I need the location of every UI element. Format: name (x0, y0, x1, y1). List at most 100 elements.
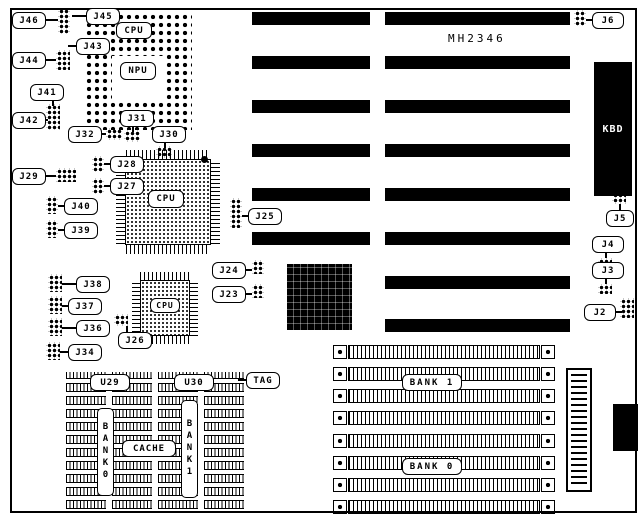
keyboard-connector: KBD (594, 62, 632, 196)
jumper-label: J27 (110, 178, 144, 195)
jumper-label: J6 (592, 12, 624, 29)
jumper-label: J46 (12, 12, 46, 29)
simm-bar (348, 411, 540, 425)
simm-socket (333, 411, 555, 425)
bus-slot (252, 100, 370, 113)
jumper-label: J41 (30, 84, 64, 101)
bus-slot (385, 188, 570, 201)
simm-socket (333, 478, 555, 492)
simm-socket (333, 345, 555, 359)
callout-line (104, 185, 110, 187)
pin-header (48, 274, 62, 292)
callout-line (619, 204, 621, 210)
simm-bar (348, 345, 540, 359)
bus-slot (385, 144, 570, 157)
callout-line (126, 326, 128, 332)
tag-label: TAG (246, 372, 280, 389)
cache-chip-column (204, 372, 244, 509)
pin-header (58, 8, 70, 34)
jumper-label: J4 (592, 236, 624, 253)
bus-slot (385, 319, 570, 332)
bus-slot (385, 276, 570, 289)
npu-label: NPU (120, 62, 156, 80)
callout-line (62, 305, 68, 307)
jumper-label: J44 (12, 52, 46, 69)
callout-line (44, 119, 48, 121)
jumper-label: J5 (606, 210, 634, 227)
pin-header (46, 104, 60, 130)
simm-bar (348, 500, 540, 514)
jumper-label: J31 (120, 110, 154, 127)
callout-line (58, 205, 64, 207)
jumper-label: J3 (592, 262, 624, 279)
callout-line (164, 142, 166, 148)
cpu-small-chip (132, 272, 198, 344)
jumper-label: J30 (152, 126, 186, 143)
pin-header (46, 220, 58, 238)
callout-line (62, 283, 76, 285)
cpu-pins-right (211, 160, 220, 244)
pin-header (48, 296, 62, 314)
jumper-label: J26 (118, 332, 152, 349)
pin-header (106, 128, 122, 140)
callout-line (44, 59, 56, 61)
cpu-small-label: CPU (150, 298, 180, 313)
pin-header (252, 260, 264, 274)
cache-bank1-vertical-label: BANK1 (181, 400, 198, 498)
callout-line (605, 253, 607, 258)
simm-socket (333, 389, 555, 403)
pin-header (598, 284, 612, 294)
jumper-label: J43 (76, 38, 110, 55)
jumper-label: J24 (212, 262, 246, 279)
pin-header (92, 178, 104, 194)
bus-slot (385, 12, 570, 25)
pin-header (124, 130, 140, 142)
callout-line (46, 19, 58, 21)
jumper-label: J2 (584, 304, 616, 321)
power-header (566, 368, 592, 492)
callout-line (72, 15, 86, 17)
callout-line (62, 327, 76, 329)
cache-bank0-vertical-label: BANK0 (97, 408, 114, 496)
callout-line (605, 279, 607, 284)
pin-header (620, 298, 634, 318)
simm-bar (348, 478, 540, 492)
chipset-chip (287, 264, 352, 330)
bus-slot (252, 56, 370, 69)
bank1-label: BANK 1 (402, 374, 462, 391)
jumper-label: J34 (68, 344, 102, 361)
bus-slot (252, 188, 370, 201)
pin-header (156, 146, 172, 158)
board-outline (10, 8, 637, 513)
pin-header (46, 342, 60, 360)
bus-slot (252, 12, 370, 25)
pin-header (48, 318, 62, 336)
cpu-socket-callout: CPU (116, 22, 152, 39)
cpu-small-pins-right (190, 280, 198, 336)
callout-line (52, 100, 54, 106)
pin-header (574, 10, 586, 26)
simm-socket (333, 500, 555, 514)
callout-line (586, 19, 592, 21)
bus-slot (252, 144, 370, 157)
pin-header (612, 192, 626, 204)
callout-line (44, 175, 56, 177)
bus-slot (385, 100, 570, 113)
simm-bar (348, 389, 540, 403)
board-model: MH2346 (448, 32, 506, 45)
callout-line (104, 163, 110, 165)
jumper-label: J42 (12, 112, 46, 129)
jumper-label: J39 (64, 222, 98, 239)
jumper-label: J32 (68, 126, 102, 143)
callout-line (242, 215, 248, 217)
pin-header (92, 156, 104, 172)
callout-line (616, 311, 622, 313)
cpu-small-pins-top (140, 272, 190, 280)
cache-label: CACHE (122, 440, 176, 457)
callout-line (100, 133, 106, 135)
callout-line (132, 126, 134, 132)
pin-header (46, 196, 58, 214)
u30-label: U30 (174, 374, 214, 391)
jumper-label: J25 (248, 208, 282, 225)
